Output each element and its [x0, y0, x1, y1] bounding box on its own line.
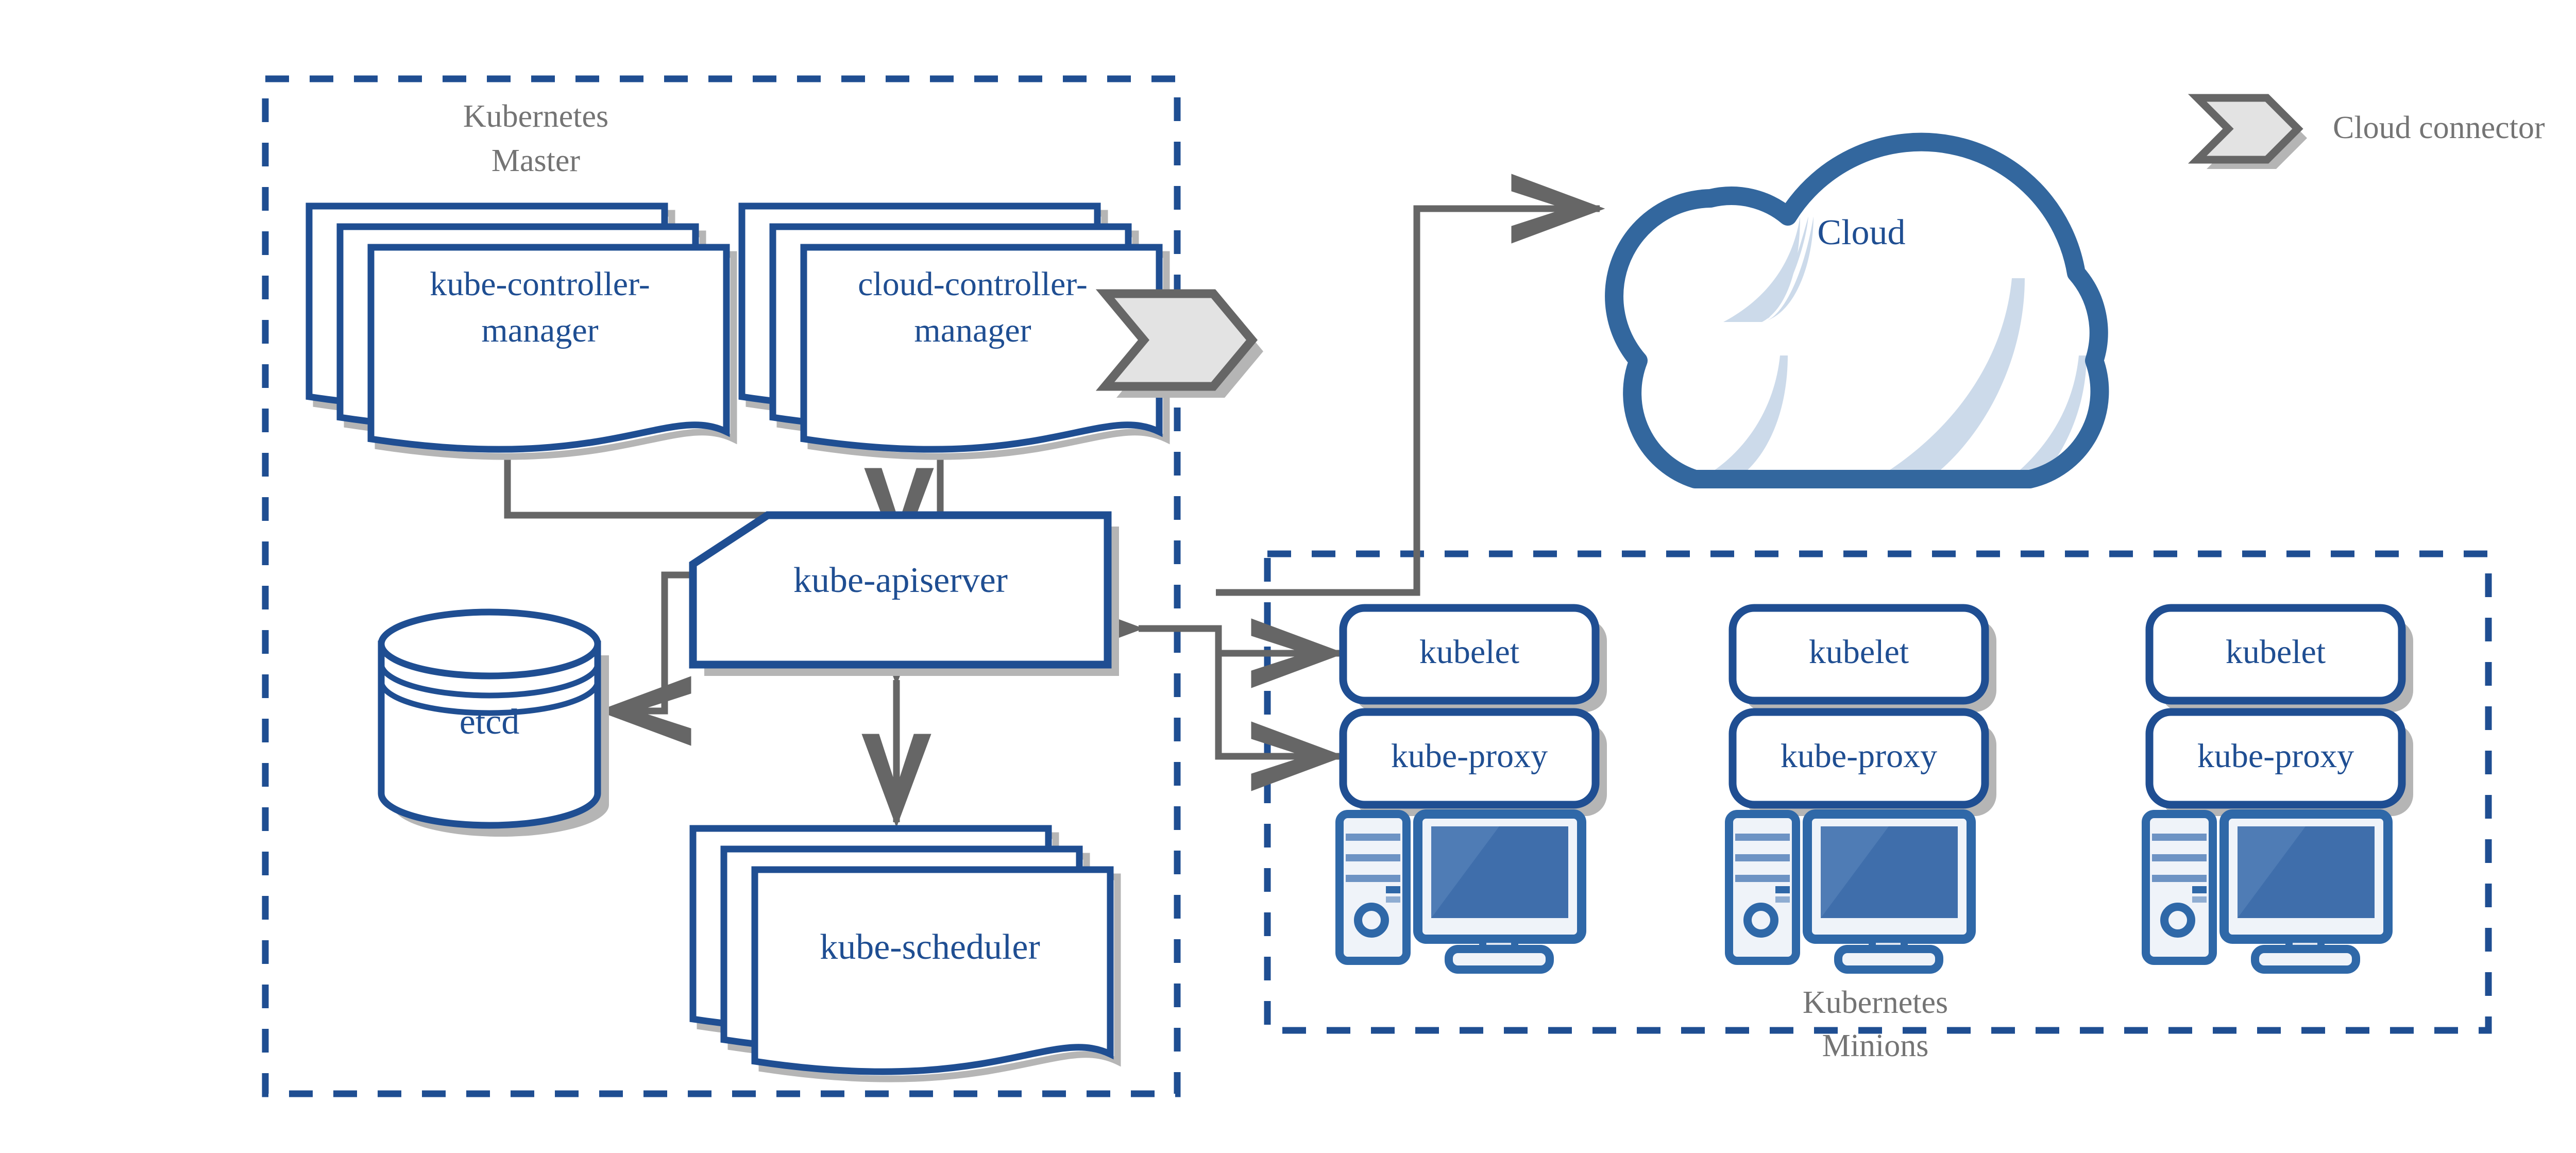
- node-kube-apiserver[interactable]: kube-apiserver: [689, 511, 1119, 676]
- group-kubernetes-master: Kubernetes Master: [262, 75, 1181, 1097]
- cloud-accent-4: [2009, 355, 2087, 479]
- minion-1: kubelet kube-proxy: [1335, 604, 1607, 974]
- tower-stripe-3: [1346, 875, 1400, 882]
- cloud-controller-manager-label-line2: manager: [914, 312, 1031, 349]
- tower-stripe-2: [1735, 854, 1790, 861]
- minion-3-kubelet-label: kubelet: [2226, 633, 2326, 671]
- tower-led-2: [1775, 896, 1790, 903]
- cloud-accent-1c: [1723, 216, 1800, 322]
- master-group-label-line1: Kubernetes: [463, 99, 608, 134]
- kube-apiserver-label: kube-apiserver: [793, 561, 1008, 600]
- kubelet-rect: [1339, 604, 1600, 705]
- apiserver-box: [689, 511, 1112, 669]
- minion-3: kubelet kube-proxy: [2142, 604, 2413, 974]
- tower-power-button: [1743, 903, 1778, 938]
- tower-stripe-1: [1735, 834, 1790, 841]
- kube-controller-manager-label-line1: kube-controller-: [430, 265, 650, 303]
- line-kcm-to-junction: [472, 365, 891, 519]
- minion-2-kubelet-box[interactable]: kubelet: [1728, 604, 1996, 712]
- legend-cloud-connector-label: Cloud connector: [2333, 110, 2545, 145]
- tower-led-2: [1386, 896, 1400, 903]
- group-kubernetes-minions: Kubernetes Minions: [1264, 550, 2492, 1063]
- kubelet-rect: [2145, 604, 2406, 705]
- monitor-screen-highlight: [1821, 826, 1889, 918]
- doc-sheet-front: [367, 244, 730, 453]
- minion-2-kube-proxy-label: kube-proxy: [1781, 737, 1937, 775]
- minion-2-kube-proxy-box[interactable]: kube-proxy: [1728, 708, 1996, 816]
- minion-2-kubelet-label: kubelet: [1809, 633, 1909, 671]
- doc-sheet-front: [751, 866, 1114, 1075]
- minion-1-kube-proxy-label: kube-proxy: [1391, 737, 1548, 775]
- legend-chevron: [2188, 94, 2303, 164]
- line-trunk-to-kube-proxy: [1215, 649, 1345, 791]
- tower-stripe-2: [2152, 854, 2207, 861]
- legend: Cloud connector: [2188, 94, 2545, 169]
- minion-1-kubelet-box[interactable]: kubelet: [1339, 604, 1607, 712]
- etcd-top-disc: [378, 608, 601, 680]
- kube-scheduler-label: kube-scheduler: [820, 927, 1040, 967]
- etcd-ring-2: [378, 681, 601, 716]
- minions-dashed-border: [1264, 550, 2492, 1034]
- tower-stripe-3: [2152, 875, 2207, 882]
- tower-led-1: [1386, 886, 1400, 893]
- kube-proxy-rect: [2145, 708, 2406, 809]
- tower-stripe-3: [1735, 875, 1790, 882]
- minion-2: kubelet kube-proxy: [1725, 604, 1996, 974]
- tower-power-button: [2160, 903, 2195, 938]
- minion-3-desktop-computer-icon: [2142, 809, 2393, 974]
- minions-group-label-line1: Kubernetes: [1803, 985, 1948, 1020]
- minion-2-desktop-computer-icon: [1725, 809, 1976, 974]
- kube-proxy-rect: [1339, 708, 1600, 809]
- cloud-accent-1b: [1767, 216, 1814, 320]
- monitor-base: [1445, 945, 1554, 974]
- legend-cloud-connector-icon: [2188, 94, 2307, 169]
- kube-proxy-rect: [1728, 708, 1989, 809]
- node-etcd[interactable]: etcd: [378, 608, 609, 837]
- minions-group-label-line2: Minions: [1822, 1028, 1929, 1063]
- monitor-screen-highlight: [2238, 826, 2306, 918]
- cloud-outline: [1605, 132, 2109, 488]
- cloud-accents: [1700, 216, 2087, 479]
- cloud-connector-icon[interactable]: [1095, 289, 1263, 398]
- minion-1-kube-proxy-box[interactable]: kube-proxy: [1339, 708, 1607, 816]
- tower-power-button: [1354, 903, 1389, 938]
- line-ccm-to-junction: [905, 365, 975, 519]
- tower-led-1: [1775, 886, 1790, 893]
- kubelet-rect: [1728, 604, 1989, 705]
- minion-3-kube-proxy-label: kube-proxy: [2197, 737, 2354, 775]
- node-cloud[interactable]: Cloud: [1603, 86, 2109, 488]
- line-ccm-to-cloud: [1216, 174, 1605, 596]
- minion-3-kube-proxy-box[interactable]: kube-proxy: [2145, 708, 2413, 816]
- tower-stripe-1: [1346, 834, 1400, 841]
- cloud-connector-chevron: [1095, 289, 1258, 391]
- cloud-label: Cloud: [1817, 213, 1905, 252]
- monitor-screen-highlight: [1431, 826, 1499, 918]
- node-kube-scheduler[interactable]: kube-scheduler: [689, 825, 1121, 1082]
- minion-1-kubelet-label: kubelet: [1419, 633, 1519, 671]
- monitor-base: [2251, 945, 2360, 974]
- minion-1-desktop-computer-icon: [1335, 809, 1586, 974]
- kube-controller-manager-label-line2: manager: [481, 312, 598, 349]
- cloud-controller-manager-label-line1: cloud-controller-: [858, 265, 1088, 303]
- node-kube-controller-manager[interactable]: kube-controller- manager: [306, 202, 737, 460]
- line-apiserver-to-kubelet: [1050, 594, 1345, 688]
- cloud-accent-3: [1875, 278, 2025, 479]
- etcd-ring-1: [378, 663, 601, 699]
- tower-stripe-2: [1346, 854, 1400, 861]
- master-dashed-border: [262, 75, 1181, 1097]
- monitor-base: [1834, 945, 1943, 974]
- tower-stripe-1: [2152, 834, 2207, 841]
- doc-sheet-front: [800, 244, 1163, 453]
- tower-led-1: [2192, 886, 2207, 893]
- etcd-label: etcd: [460, 702, 520, 742]
- master-group-label-line2: Master: [492, 143, 581, 178]
- cloud-accent-2: [1700, 355, 1788, 479]
- node-cloud-controller-manager[interactable]: cloud-controller- manager: [738, 202, 1170, 460]
- minion-3-kubelet-box[interactable]: kubelet: [2145, 604, 2413, 712]
- tower-led-2: [2192, 896, 2207, 903]
